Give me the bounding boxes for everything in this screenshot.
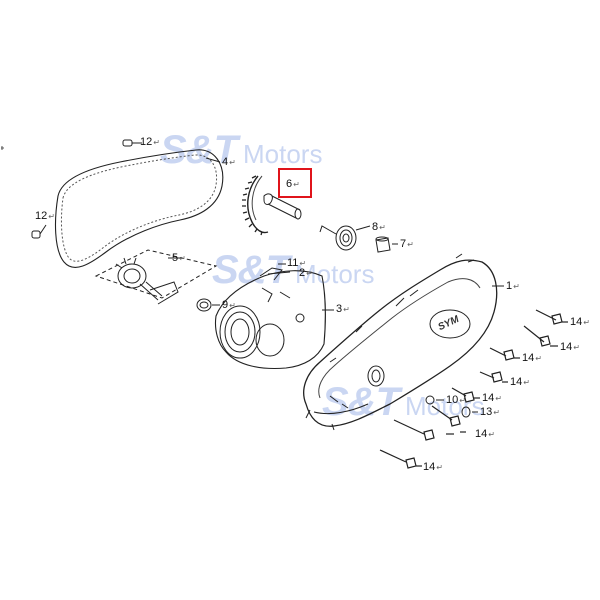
- kick-assembly-part-5: [94, 249, 218, 305]
- bolts-part-14: [379, 309, 568, 469]
- callout-14-d: 14↵: [510, 376, 530, 388]
- callout-11: 11↵: [287, 257, 307, 269]
- dowel-pins-part-12: [31, 139, 142, 239]
- outer-cover-part-1: [303, 253, 504, 431]
- gasket-part-4: [55, 149, 224, 268]
- crop-mark: [1, 146, 4, 150]
- callout-1: 1↵: [506, 280, 520, 292]
- callout-12-left: 12↵: [35, 210, 55, 222]
- callout-12-top: 12↵: [140, 136, 160, 148]
- spring-part-8: [319, 225, 371, 251]
- oring-part-13: [461, 406, 478, 418]
- leader-4: [205, 157, 221, 163]
- callout-14-g: 14↵: [423, 461, 443, 473]
- bushing-part-7: [375, 236, 398, 253]
- callout-8: 8↵: [372, 221, 386, 233]
- callout-14-f: 14↵: [475, 428, 495, 440]
- callout-13: 13↵: [480, 406, 500, 418]
- callout-2: 2↵: [299, 267, 313, 279]
- callout-9: 9↵: [222, 299, 236, 311]
- inner-cover-part-3: [214, 270, 334, 369]
- callout-14-c: 14↵: [522, 352, 542, 364]
- ring-part-9: [196, 298, 220, 312]
- callout-5: 5↵: [172, 252, 186, 264]
- callout-7: 7↵: [400, 238, 414, 250]
- highlight-box-part-6: [278, 168, 312, 198]
- callout-10: 10↵: [446, 394, 466, 406]
- callout-14-e: 14↵: [482, 392, 502, 404]
- washer-part-10: [425, 395, 444, 405]
- callout-14-a: 14↵: [570, 316, 590, 328]
- callout-14-b: 14↵: [560, 341, 580, 353]
- seal-part-2-11: [259, 263, 291, 281]
- callout-6: 6↵: [286, 178, 300, 190]
- callout-3: 3↵: [336, 303, 350, 315]
- kick-gear-part-6: [242, 175, 302, 236]
- callout-4: 4↵: [222, 156, 236, 168]
